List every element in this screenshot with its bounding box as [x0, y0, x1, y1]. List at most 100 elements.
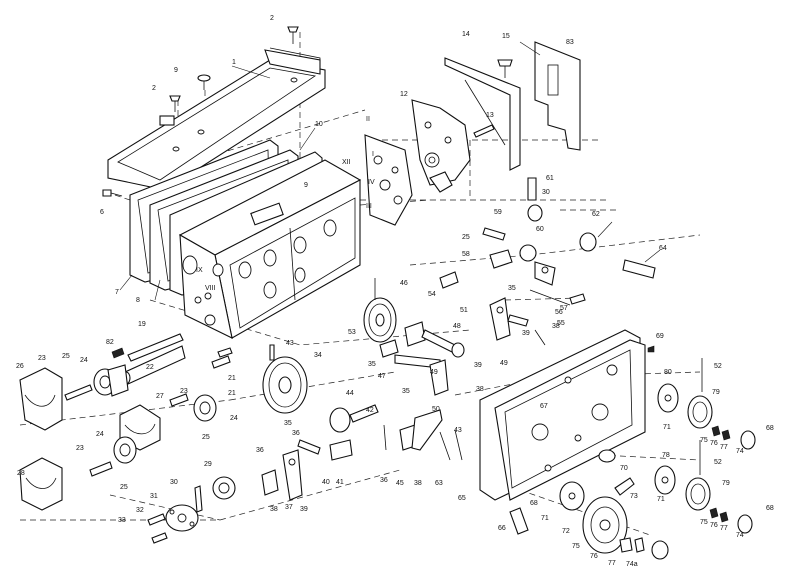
callout-label: 67: [540, 403, 548, 410]
callout-label: 58: [462, 251, 470, 258]
callout-label: 44: [346, 390, 354, 397]
plate-83-part: [534, 41, 581, 151]
callout-label: 71: [541, 515, 549, 522]
callout-label: 19: [138, 321, 146, 328]
plate-II-part: [364, 134, 413, 226]
callout-label: 24: [96, 431, 104, 438]
callout-label: 39: [300, 506, 308, 513]
callout-label: 35: [284, 420, 292, 427]
callout-label: 27: [156, 393, 164, 400]
callout-label: 37: [285, 504, 293, 511]
callout-label: 38: [414, 480, 422, 487]
callout-label: 15: [502, 33, 510, 40]
callout-label: 46: [400, 280, 408, 287]
callout-label: 33: [118, 517, 126, 524]
callout-label: 78: [662, 452, 670, 459]
callout-label: 23: [38, 355, 46, 362]
leader-lines: [119, 41, 661, 301]
plate-12-part: [411, 99, 495, 193]
callout-label: 22: [146, 364, 154, 371]
callout-label: 25: [462, 234, 470, 241]
callout-label: IX: [196, 267, 203, 274]
callout-label: 68: [530, 500, 538, 507]
callout-label: 2: [152, 85, 156, 92]
callout-label: 25: [62, 353, 70, 360]
callout-label: 36: [292, 430, 300, 437]
right-dial-upper: [657, 358, 756, 450]
callout-label: 14: [462, 31, 470, 38]
callout-label: 75: [572, 543, 580, 550]
callout-label: 76: [590, 553, 598, 560]
callout-label: XII: [342, 159, 351, 166]
callout-label: 75: [700, 519, 708, 526]
callout-label: 62: [592, 211, 600, 218]
gearbox-housing-part: [178, 159, 362, 339]
upper-right-parts: [482, 177, 656, 305]
callout-label: 43: [454, 427, 462, 434]
callout-label: 54: [428, 291, 436, 298]
callout-label: 12: [400, 91, 408, 98]
callout-label: 35: [402, 388, 410, 395]
callout-label: 23: [76, 445, 84, 452]
callout-label: 30: [170, 479, 178, 486]
callout-label: 73: [630, 493, 638, 500]
callout-label: 29: [204, 461, 212, 468]
callout-label: 36: [380, 477, 388, 484]
callout-label: 76: [710, 522, 718, 529]
callout-label: 80: [664, 369, 672, 376]
callout-label: 43: [286, 340, 294, 347]
callout-label: 52: [714, 363, 722, 370]
callout-label: 72: [562, 528, 570, 535]
callout-label: 21: [228, 390, 236, 397]
bracket-14-part: [444, 57, 521, 171]
callout-label: 25: [202, 434, 210, 441]
callout-label: III: [366, 203, 372, 210]
lever-group-mid: [379, 271, 571, 396]
callout-label: 50: [432, 406, 440, 413]
callout-label: 55: [557, 320, 565, 327]
callout-label: 82: [106, 339, 114, 346]
callout-label: 49: [430, 369, 438, 376]
callout-label: 61: [546, 175, 554, 182]
front-panel-part: [479, 329, 646, 501]
callout-label: 70: [620, 465, 628, 472]
callout-label: 23: [180, 388, 188, 395]
callout-label: 38: [476, 386, 484, 393]
callout-label: 34: [314, 352, 322, 359]
callout-label: 79: [712, 389, 720, 396]
right-dial-lower: [654, 440, 753, 534]
callout-label: 53: [348, 329, 356, 336]
callout-label: 39: [474, 362, 482, 369]
callout-label: 6: [100, 209, 104, 216]
lower-knob-parts: [509, 345, 669, 560]
callout-label: 57: [560, 305, 568, 312]
callout-label: 24: [230, 415, 238, 422]
callout-label: 1: [232, 59, 236, 66]
callout-label: 79: [722, 480, 730, 487]
callout-label: 74a: [626, 561, 638, 568]
callout-label: 83: [566, 39, 574, 46]
callout-label: 9: [174, 67, 178, 74]
callout-label: 75: [700, 437, 708, 444]
callout-label: 30: [542, 189, 550, 196]
callout-label: 74: [736, 532, 744, 539]
shift-forks-group: [19, 364, 236, 544]
callout-label: 68: [766, 425, 774, 432]
callout-label: 41: [336, 479, 344, 486]
callout-label: 56: [555, 309, 563, 316]
lever-group-lower: [261, 404, 463, 501]
callout-label: 24: [80, 357, 88, 364]
callout-label: 71: [663, 424, 671, 431]
callout-label: 65: [458, 495, 466, 502]
callout-label: II: [366, 116, 370, 123]
callout-label: 28: [17, 470, 25, 477]
callout-label: 8: [136, 297, 140, 304]
callout-label: 77: [720, 444, 728, 451]
callout-label: 36: [256, 447, 264, 454]
callout-label: 40: [322, 479, 330, 486]
callout-label: 21: [228, 375, 236, 382]
callout-label: 68: [766, 505, 774, 512]
top-cover-part: [107, 47, 326, 191]
callout-label: 76: [710, 440, 718, 447]
